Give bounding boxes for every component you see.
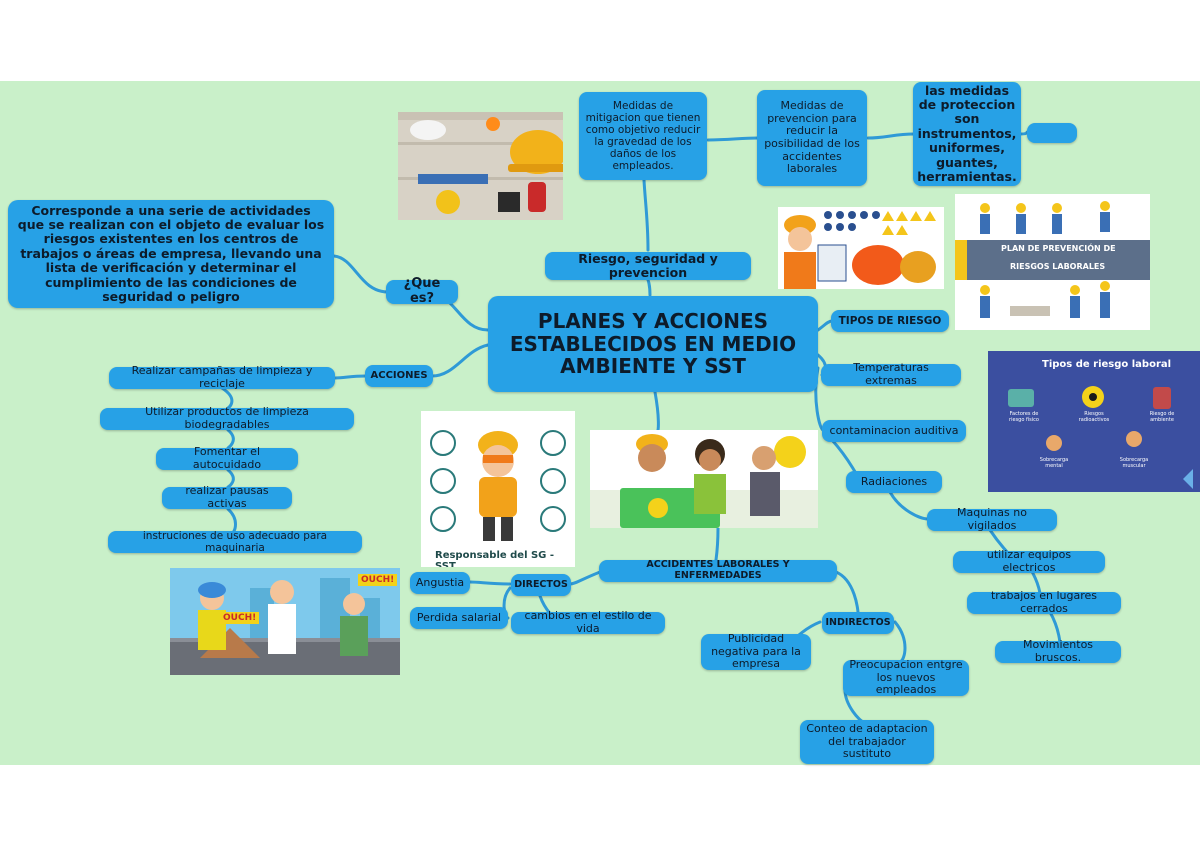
node-accion-pausas[interactable]: realizar pausas activas bbox=[162, 485, 292, 510]
node-medidas-proteccion[interactable]: las medidas de proteccion son instrument… bbox=[913, 82, 1021, 186]
image-plan-prevencion: PLAN DE PREVENCIÓN DE RIESGOS LABORALES bbox=[955, 194, 1150, 330]
image-responsable-sg-sst: Responsable del SG - SST bbox=[421, 411, 575, 567]
tipos-label-1: Factores de riesgo físico bbox=[1009, 411, 1039, 423]
node-angustia[interactable]: Angustia bbox=[410, 572, 470, 594]
image-accidentes-cartoon: OUCH! OUCH! bbox=[170, 568, 400, 675]
node-accion-autocuidado[interactable]: Fomentar el autocuidado bbox=[156, 446, 298, 471]
node-empty[interactable] bbox=[1027, 123, 1077, 143]
node-preocupacion-empleados[interactable]: Preocupacion entgre los nuevos empleados bbox=[843, 658, 969, 696]
node-directos[interactable]: DIRECTOS bbox=[511, 574, 571, 596]
node-acciones[interactable]: ACCIONES bbox=[365, 365, 433, 387]
node-accion-maquinaria[interactable]: instruciones de uso adecuado para maquin… bbox=[108, 530, 362, 554]
node-tipos-riesgo[interactable]: TIPOS DE RIESGO bbox=[831, 310, 949, 332]
node-accion-campanas[interactable]: Realizar campañas de limpieza y reciclaj… bbox=[109, 365, 335, 390]
node-conteo-adaptacion[interactable]: Conteo de adaptacion del trabajador sust… bbox=[800, 720, 934, 764]
node-temperaturas[interactable]: Temperaturas extremas bbox=[821, 362, 961, 387]
plan-subtitle-text: RIESGOS LABORALES bbox=[1010, 262, 1106, 271]
node-lugares-cerrados[interactable]: trabajos en lugares cerrados bbox=[967, 590, 1121, 615]
image-safety-equipment bbox=[398, 112, 563, 220]
node-publicidad-negativa[interactable]: Publicidad negativa para la empresa bbox=[701, 632, 811, 670]
responsable-text: Responsable del SG - SST bbox=[435, 550, 555, 567]
node-equipos-electricos[interactable]: utilizar equipos electricos bbox=[953, 549, 1105, 574]
image-safety-worker-icons bbox=[778, 207, 944, 289]
node-maquinas-no-vigilados[interactable]: Maquinas no vigilados bbox=[927, 507, 1057, 532]
node-que-es-description[interactable]: Corresponde a una serie de actividades q… bbox=[8, 200, 334, 308]
ouch-bubble-2: OUCH! bbox=[358, 574, 398, 586]
image-money-workers bbox=[590, 430, 818, 528]
central-topic[interactable]: PLANES Y ACCIONES ESTABLECIDOS EN MEDIO … bbox=[488, 296, 818, 392]
node-movimientos-bruscos[interactable]: Movimientos bruscos. bbox=[995, 639, 1121, 664]
node-que-es[interactable]: ¿Que es? bbox=[386, 276, 458, 306]
node-cambios-estilo-vida[interactable]: cambios en el estilo de vida bbox=[511, 610, 665, 635]
tipos-label-3: Riesgo de ambiente bbox=[1149, 411, 1175, 423]
node-medidas-mitigacion[interactable]: Medidas de mitigacion que tienen como ob… bbox=[579, 92, 707, 180]
node-accion-productos[interactable]: Utilizar productos de limpieza biodegrad… bbox=[100, 406, 354, 431]
node-medidas-prevencion[interactable]: Medidas de prevencion para reducir la po… bbox=[757, 90, 867, 186]
tipos-label-2: Riesgos radioactivos bbox=[1078, 411, 1110, 423]
node-contaminacion-auditiva[interactable]: contaminacion auditiva bbox=[822, 420, 966, 442]
image-tipos-riesgo-laboral: Tipos de riesgo laboral Factores de ries… bbox=[988, 351, 1200, 492]
node-riesgo-seguridad[interactable]: Riesgo, seguridad y prevencion bbox=[545, 251, 751, 280]
plan-title-text: PLAN DE PREVENCIÓN DE bbox=[1001, 244, 1116, 253]
node-perdida-salarial[interactable]: Perdida salarial bbox=[410, 607, 508, 629]
node-accidentes-enfermedades[interactable]: ACCIDENTES LABORALES Y ENFERMEDADES bbox=[599, 559, 837, 582]
node-indirectos[interactable]: INDIRECTOS bbox=[822, 612, 894, 634]
tipos-label-5: Sobrecarga muscular bbox=[1119, 457, 1149, 469]
tipos-title-text: Tipos de riesgo laboral bbox=[1042, 359, 1172, 370]
node-radiaciones[interactable]: Radiaciones bbox=[846, 471, 942, 493]
ouch-bubble-1: OUCH! bbox=[220, 612, 260, 624]
tipos-label-4: Sobrecarga mental bbox=[1039, 457, 1069, 469]
